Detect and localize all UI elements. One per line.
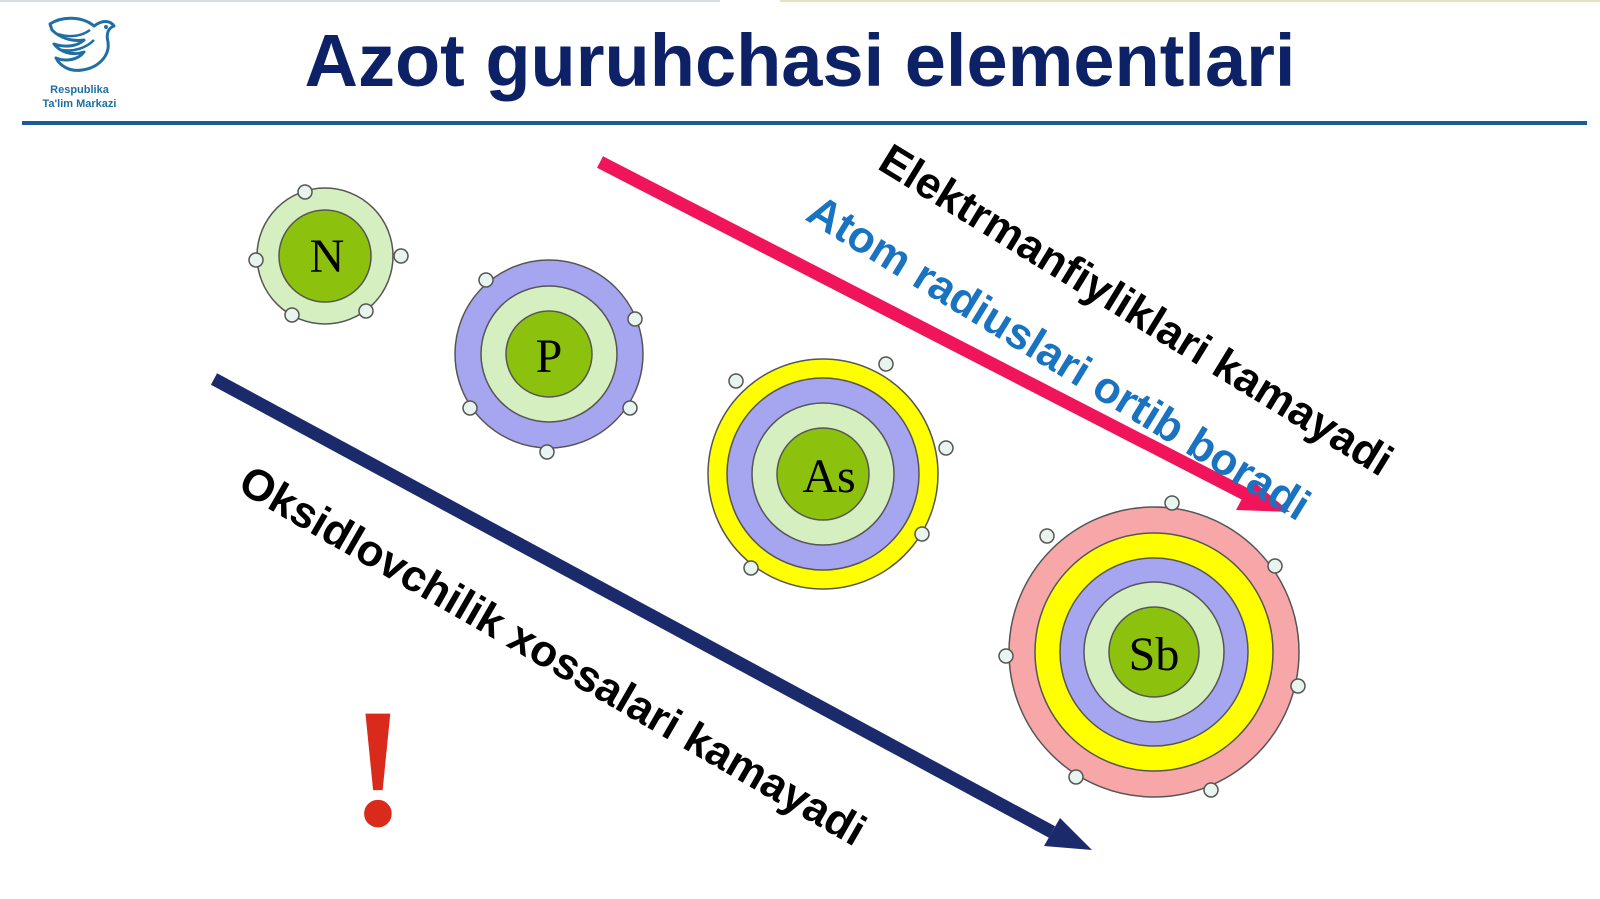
symbol-as: As bbox=[802, 450, 855, 503]
symbol-p: P bbox=[536, 330, 563, 383]
logo: Respublika Ta'lim Markazi bbox=[22, 12, 137, 116]
exclamation-mark: ! bbox=[350, 674, 407, 862]
logo-text-line2: Ta'lim Markazi bbox=[42, 98, 117, 110]
symbol-sb: Sb bbox=[1129, 628, 1180, 681]
dove-logo-icon bbox=[48, 16, 116, 72]
top-border-right bbox=[780, 0, 1600, 2]
electrons-p bbox=[462, 272, 643, 460]
pink-trend-arrow bbox=[597, 156, 1290, 512]
title-divider bbox=[22, 121, 1587, 125]
electrons-n bbox=[248, 184, 409, 323]
top-border bbox=[0, 0, 720, 2]
logo-text-line1: Respublika bbox=[50, 84, 109, 96]
symbol-n: N bbox=[310, 230, 345, 283]
electrons-as bbox=[728, 356, 954, 576]
navy-trend-arrow bbox=[210, 373, 1092, 850]
atom-as: As bbox=[707, 356, 954, 590]
atom-sb: Sb bbox=[998, 495, 1306, 798]
atom-n: N bbox=[248, 184, 409, 325]
electrons-sb bbox=[998, 495, 1306, 798]
slide-title: Azot guruhchasi elementlari bbox=[304, 19, 1296, 102]
atom-p: P bbox=[454, 259, 644, 460]
